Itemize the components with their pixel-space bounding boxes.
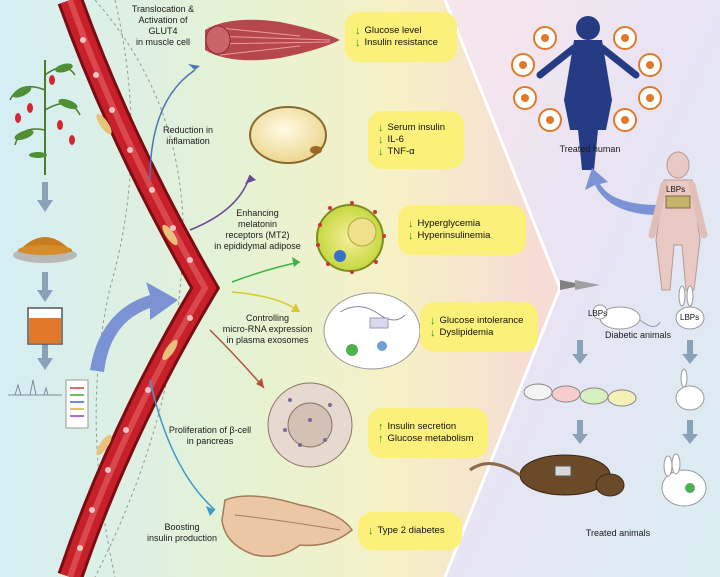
down-arrow-icon: ↓: [355, 37, 361, 49]
effect-text: Insulin secretion: [387, 421, 457, 432]
down-arrow-icon: ↓: [430, 327, 436, 339]
mechanism-label-melatonin: Enhancing melatonin receptors (MT2) in e…: [214, 208, 301, 251]
effect-text: Glucose level: [364, 25, 422, 36]
effect-box-glut4: ↓Glucose level ↓Insulin resistance: [345, 12, 457, 62]
down-arrow-icon: ↓: [368, 525, 374, 537]
effect-box-melatonin: ↓Hyperglycemia ↓Hyperinsulinemia: [398, 205, 526, 255]
diabetic-animals-label: Diabetic animals: [604, 330, 672, 340]
down-arrow-icon: ↓: [378, 146, 384, 158]
up-arrow-icon: ↑: [378, 421, 384, 433]
effect-text: Hyperinsulinemia: [417, 230, 491, 241]
effect-text: Glucose metabolism: [387, 433, 474, 444]
effect-text: TNF-α: [387, 146, 415, 157]
down-arrow-icon: ↓: [430, 315, 436, 327]
effect-text: Serum insulin: [387, 122, 446, 133]
down-arrow-icon: ↓: [355, 25, 361, 37]
down-arrow-icon: ↓: [378, 122, 384, 134]
mechanism-label-inflammation: Reduction in inflamation: [162, 125, 214, 146]
effect-text: Insulin resistance: [364, 37, 438, 48]
effect-box-insulin-production: ↓Type 2 diabetes: [358, 512, 462, 550]
treated-animals-label: Treated animals: [585, 528, 651, 538]
lbps-rabbit-label: LBPs: [680, 313, 700, 322]
effect-text: Hyperglycemia: [417, 218, 481, 229]
down-arrow-icon: ↓: [408, 230, 414, 242]
effect-text: Glucose intolerance: [439, 315, 524, 326]
mechanism-label-glut4: Translocation & Activation of GLUT4 in m…: [131, 4, 195, 47]
down-arrow-icon: ↓: [378, 134, 384, 146]
treated-human-label: Treated human: [559, 144, 621, 154]
down-arrow-icon: ↓: [408, 218, 414, 230]
effect-text: Type 2 diabetes: [377, 525, 445, 536]
effect-text: Dyslipidemia: [439, 327, 494, 338]
lbps-rat-label: LBPs: [588, 309, 608, 318]
effect-text: IL-6: [387, 134, 404, 145]
mechanism-label-insulin-production: Boosting insulin production: [146, 522, 218, 543]
effect-box-microrna: ↓Glucose intolerance ↓Dyslipidemia: [420, 302, 538, 352]
mechanism-label-microrna: Controlling micro-RNA expression in plas…: [222, 313, 313, 345]
effect-box-inflammation: ↓Serum insulin ↓IL-6 ↓TNF-α: [368, 111, 464, 169]
mechanism-label-beta-cell: Proliferation of β-cell in pancreas: [168, 425, 252, 446]
up-arrow-icon: ↑: [378, 433, 384, 445]
lbps-human-label: LBPs: [666, 185, 686, 194]
effect-box-beta-cell: ↑Insulin secretion ↑Glucose metabolism: [368, 408, 488, 458]
